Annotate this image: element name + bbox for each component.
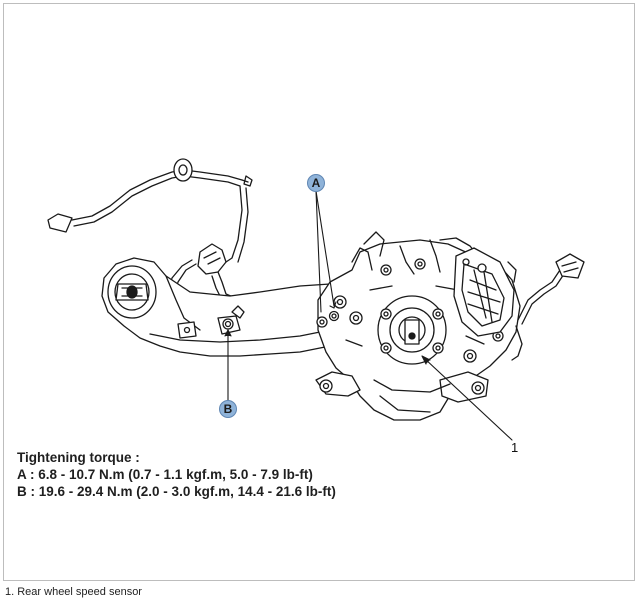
torque-line-b: B : 19.6 - 29.4 N.m (2.0 - 3.0 kgf.m, 14… — [17, 484, 336, 499]
lower-arm — [101, 257, 361, 357]
callout-1: 1 — [511, 440, 519, 455]
tightening-torque-block: Tightening torque : A : 6.8 - 10.7 N.m (… — [17, 449, 336, 500]
leader-lines — [224, 190, 513, 441]
torque-line-a: A : 6.8 - 10.7 N.m (0.7 - 1.1 kgf.m, 5.0… — [17, 467, 313, 482]
torque-title: Tightening torque : — [17, 450, 140, 465]
callout-a: A — [307, 174, 325, 192]
sensor-cable-right — [507, 253, 585, 361]
callout-b: B — [219, 400, 237, 418]
figure-caption: 1. Rear wheel speed sensor — [5, 586, 142, 598]
parking-brake-actuator — [453, 247, 515, 337]
